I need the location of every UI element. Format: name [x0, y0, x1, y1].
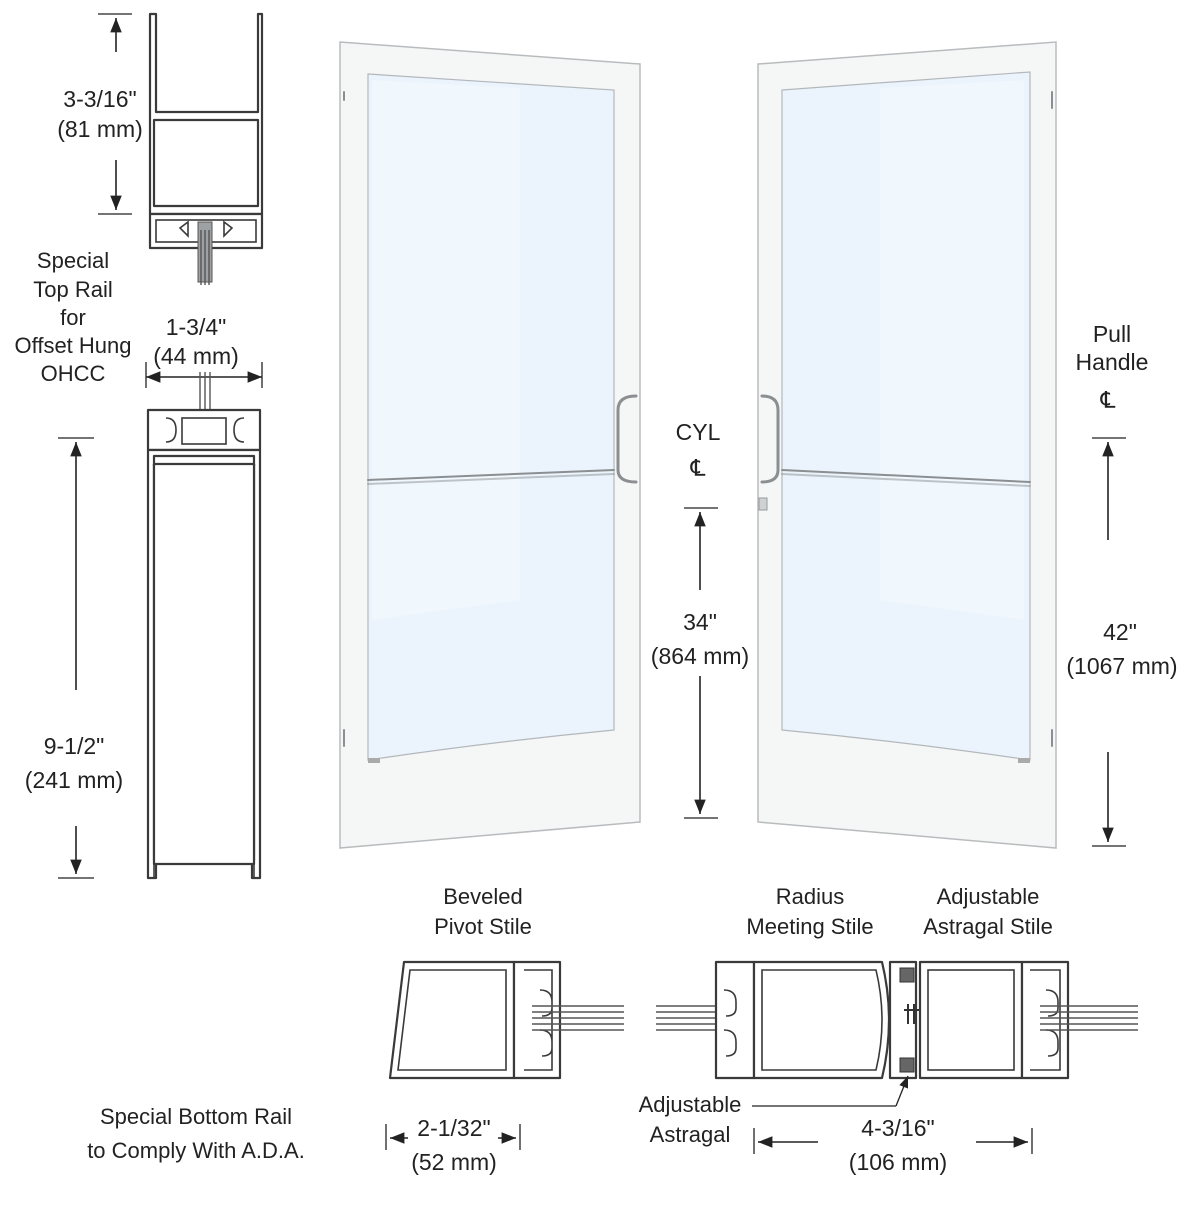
svg-text:for: for: [60, 305, 86, 330]
right-door-pull-handle: [760, 394, 780, 484]
right-door: [757, 41, 1057, 849]
pull-handle-dimension: Pull Handle ℄ 42" (1067 mm): [1066, 321, 1178, 847]
cylinder-centerline-icon: ℄: [690, 455, 706, 481]
beveled-pivot-stile: Beveled Pivot Stile 2-1/32" (52 mm): [385, 884, 624, 1175]
top-rail-height-mm: (81 mm): [57, 116, 143, 142]
meeting-stiles-width-mm: (106 mm): [849, 1149, 947, 1175]
pull-handle-centerline-icon: ℄: [1100, 387, 1116, 413]
pull-handle-label-2: Handle: [1076, 349, 1149, 375]
svg-text:Pivot Stile: Pivot Stile: [434, 914, 532, 939]
pivot-stile-width-mm: (52 mm): [411, 1149, 497, 1175]
svg-text:OHCC: OHCC: [41, 361, 106, 386]
bottom-rail-profile: [146, 408, 262, 880]
bottom-rail-height-mm: (241 mm): [25, 767, 123, 793]
svg-text:to Comply With A.D.A.: to Comply With A.D.A.: [87, 1138, 305, 1163]
meeting-stiles-width-in: 4-3/16": [861, 1115, 934, 1141]
svg-text:Beveled: Beveled: [443, 884, 523, 909]
top-rail-label: Special Top Rail for Offset Hung OHCC: [15, 248, 132, 386]
radius-meeting-stile-label-2: Meeting Stile: [746, 914, 873, 939]
pull-handle-height-in: 42": [1103, 619, 1137, 645]
top-rail-section: 3-3/16" (81 mm) Special Top Rail for Off…: [15, 12, 264, 386]
top-rail-profile: [148, 12, 264, 285]
bottom-rail-height-in: 9-1/2": [44, 733, 105, 759]
astragal-stile-label-1: Adjustable: [937, 884, 1040, 909]
left-door-push-bar: [367, 469, 615, 481]
adjustable-astragal-label-2: Astragal: [650, 1122, 731, 1147]
adjustable-astragal-label-1: Adjustable: [639, 1092, 742, 1117]
right-door-push-bar: [781, 469, 1031, 483]
stile-width-mm: (44 mm): [153, 343, 239, 369]
pivot-stile-width-in: 2-1/32": [417, 1115, 490, 1141]
astragal-stile-label-2: Astragal Stile: [923, 914, 1053, 939]
meeting-stiles: Radius Meeting Stile Adjustable Astragal…: [639, 884, 1138, 1175]
svg-text:Special Bottom Rail: Special Bottom Rail: [100, 1104, 292, 1129]
pull-handle-label-1: Pull: [1093, 321, 1131, 347]
left-door: [339, 41, 641, 849]
bottom-rail-label: Special Bottom Rail to Comply With A.D.A…: [87, 1104, 305, 1163]
cylinder-height-mm: (864 mm): [651, 643, 749, 669]
left-door-pull-handle: [616, 394, 638, 484]
svg-text:Special: Special: [37, 248, 109, 273]
cylinder-lock-icon: [758, 497, 768, 511]
svg-text:Offset Hung: Offset Hung: [15, 333, 132, 358]
radius-meeting-stile-label-1: Radius: [776, 884, 844, 909]
svg-text:Top Rail: Top Rail: [33, 277, 112, 302]
cylinder-dimension: CYL ℄ 34" (864 mm): [651, 419, 749, 819]
cylinder-label: CYL: [676, 419, 721, 445]
top-rail-height-in: 3-3/16": [63, 86, 136, 112]
stile-width-in: 1-3/4": [166, 314, 227, 340]
bottom-rail-section: 1-3/4" (44 mm) 9-1/2" (241 mm) Special B…: [25, 314, 305, 1163]
pull-handle-height-mm: (1067 mm): [1066, 653, 1177, 679]
cylinder-height-in: 34": [683, 609, 717, 635]
